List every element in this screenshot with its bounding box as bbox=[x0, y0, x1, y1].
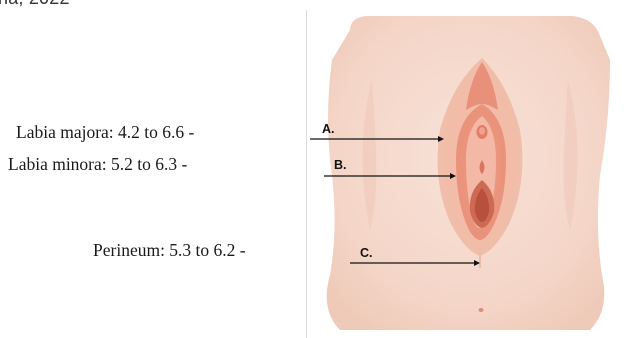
divider-line bbox=[306, 10, 307, 338]
anatomy-illustration bbox=[310, 0, 631, 338]
caption-fragment: na, 2022 bbox=[0, 0, 70, 9]
label-labia-minora: Labia minora: 5.2 to 6.3 - bbox=[8, 154, 187, 174]
label-labia-majora: Labia majora: 4.2 to 6.6 - bbox=[16, 122, 194, 142]
pointer-a-letter: A. bbox=[322, 122, 335, 136]
pointer-b-letter: B. bbox=[334, 158, 347, 172]
pointer-c-letter: C. bbox=[360, 246, 373, 260]
label-perineum: Perineum: 5.3 to 6.2 - bbox=[93, 240, 246, 260]
anus bbox=[479, 308, 484, 312]
